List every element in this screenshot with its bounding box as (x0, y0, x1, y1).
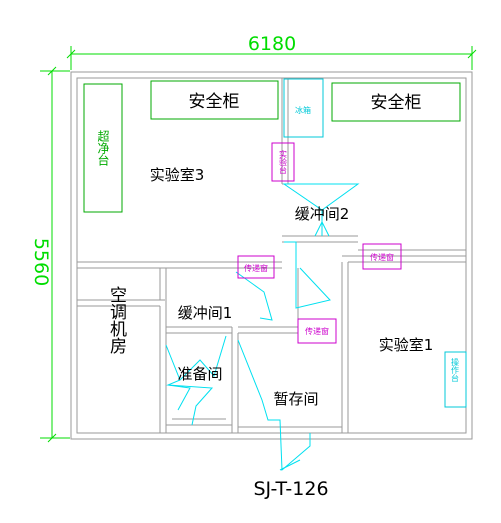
pass-box-3-label: 传递窗 (305, 326, 329, 336)
safety-cabinet-left-label: 安全柜 (189, 92, 240, 112)
fridge-label: 冰箱 (295, 105, 311, 115)
pass-box-3-outline (297, 318, 337, 344)
room-buffer1-label: 缓冲间1 (178, 304, 233, 322)
room-storage-label: 暂存间 (273, 390, 318, 408)
equipment: 超净台 安全柜 冰箱 安全柜 实验台 传递窗 传递窗 传递窗 操作台 (83, 78, 467, 408)
width-dimension-label: 6180 (248, 33, 296, 55)
right-bench-outline (444, 351, 467, 408)
pass-box-2-label: 传递窗 (370, 252, 394, 262)
safety-cabinet-right-outline (331, 82, 461, 122)
fridge-outline (283, 78, 324, 138)
pass-box-1-label: 传递窗 (244, 263, 268, 273)
height-dimension: 5560 (30, 66, 70, 443)
room-prep-label: 准备间 (177, 365, 222, 383)
right-bench-label: 操作台 (451, 357, 460, 383)
height-dimension-label: 5560 (30, 238, 52, 286)
pass-box-2-outline (362, 243, 402, 270)
safety-cabinet-left-outline (150, 80, 279, 120)
workbench-label: 超净台 (96, 129, 110, 166)
width-dimension: 6180 (66, 33, 477, 70)
safety-cabinet-right-label: 安全柜 (371, 93, 422, 113)
pass-box-1-outline (237, 255, 275, 279)
drawing-id: SJ-T-126 (253, 478, 328, 500)
room-lab3-label: 实验室3 (150, 166, 205, 184)
room-labels: 实验室3 缓冲间2 缓冲间1 准备间 暂存间 实验室1 空调机房 (106, 166, 433, 408)
lab-bench-outline (271, 142, 295, 182)
interior-walls (77, 78, 466, 434)
door-swings (165, 183, 360, 472)
room-buffer2-label: 缓冲间2 (295, 205, 350, 223)
room-lab1-label: 实验室1 (379, 336, 434, 354)
lab-bench-label: 实验台 (279, 149, 288, 175)
workbench-outline (83, 83, 123, 213)
room-ac-label: 空调机房 (106, 286, 127, 355)
